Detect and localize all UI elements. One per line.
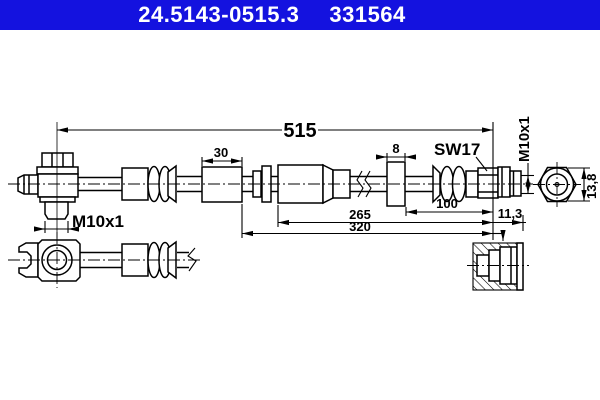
reference-number: 331564	[329, 2, 406, 27]
section-view-block	[467, 242, 529, 291]
label-sw17: SW17	[434, 140, 488, 172]
dim-m10x1-banjo: M10x1	[34, 212, 124, 233]
dim-30-label: 30	[214, 145, 228, 160]
dim-30: 30	[201, 145, 243, 166]
dim-m10x1-end: M10x1	[516, 116, 534, 195]
title-bar: 24.5143-0515.3 331564	[0, 0, 600, 30]
dim-100-label: 100	[436, 196, 458, 211]
end-view-nut	[533, 162, 581, 207]
fork-bracket	[18, 242, 39, 278]
crimp-sleeve-top	[121, 240, 177, 280]
dim-515: 515	[57, 120, 493, 142]
m10x1-end-label: M10x1	[516, 116, 533, 162]
banjo-eye-top	[37, 239, 81, 282]
dim-515-label: 515	[283, 120, 316, 142]
dim-265-label: 265	[349, 207, 371, 222]
dimensions: 515 30 8 SW17	[34, 116, 599, 241]
dim-13-8-label: 13,8	[584, 174, 599, 199]
hose-break-symbol-top	[187, 247, 197, 272]
m10x1-banjo-label: M10x1	[72, 212, 124, 231]
part-number: 24.5143-0515.3	[138, 2, 300, 27]
dim-100: 100	[405, 196, 493, 216]
dim-8: 8	[376, 141, 416, 161]
hose-side-view	[8, 152, 533, 220]
dim-8-label: 8	[392, 141, 399, 156]
grommet-sleeve	[201, 166, 243, 203]
dim-13-8: 13,8	[568, 167, 599, 202]
banjo-fitting-side	[17, 152, 79, 220]
sw17-label: SW17	[434, 140, 480, 159]
dim-11-3: 11,3	[493, 206, 526, 231]
dim-11-3-label: 11,3	[498, 206, 523, 221]
brake-hose-technical-drawing: 515 30 8 SW17	[8, 116, 599, 291]
dim-265: 265	[277, 205, 493, 227]
dim-320: 320	[241, 204, 506, 241]
hose-top-view	[8, 232, 200, 288]
dim-320-label: 320	[349, 219, 371, 234]
